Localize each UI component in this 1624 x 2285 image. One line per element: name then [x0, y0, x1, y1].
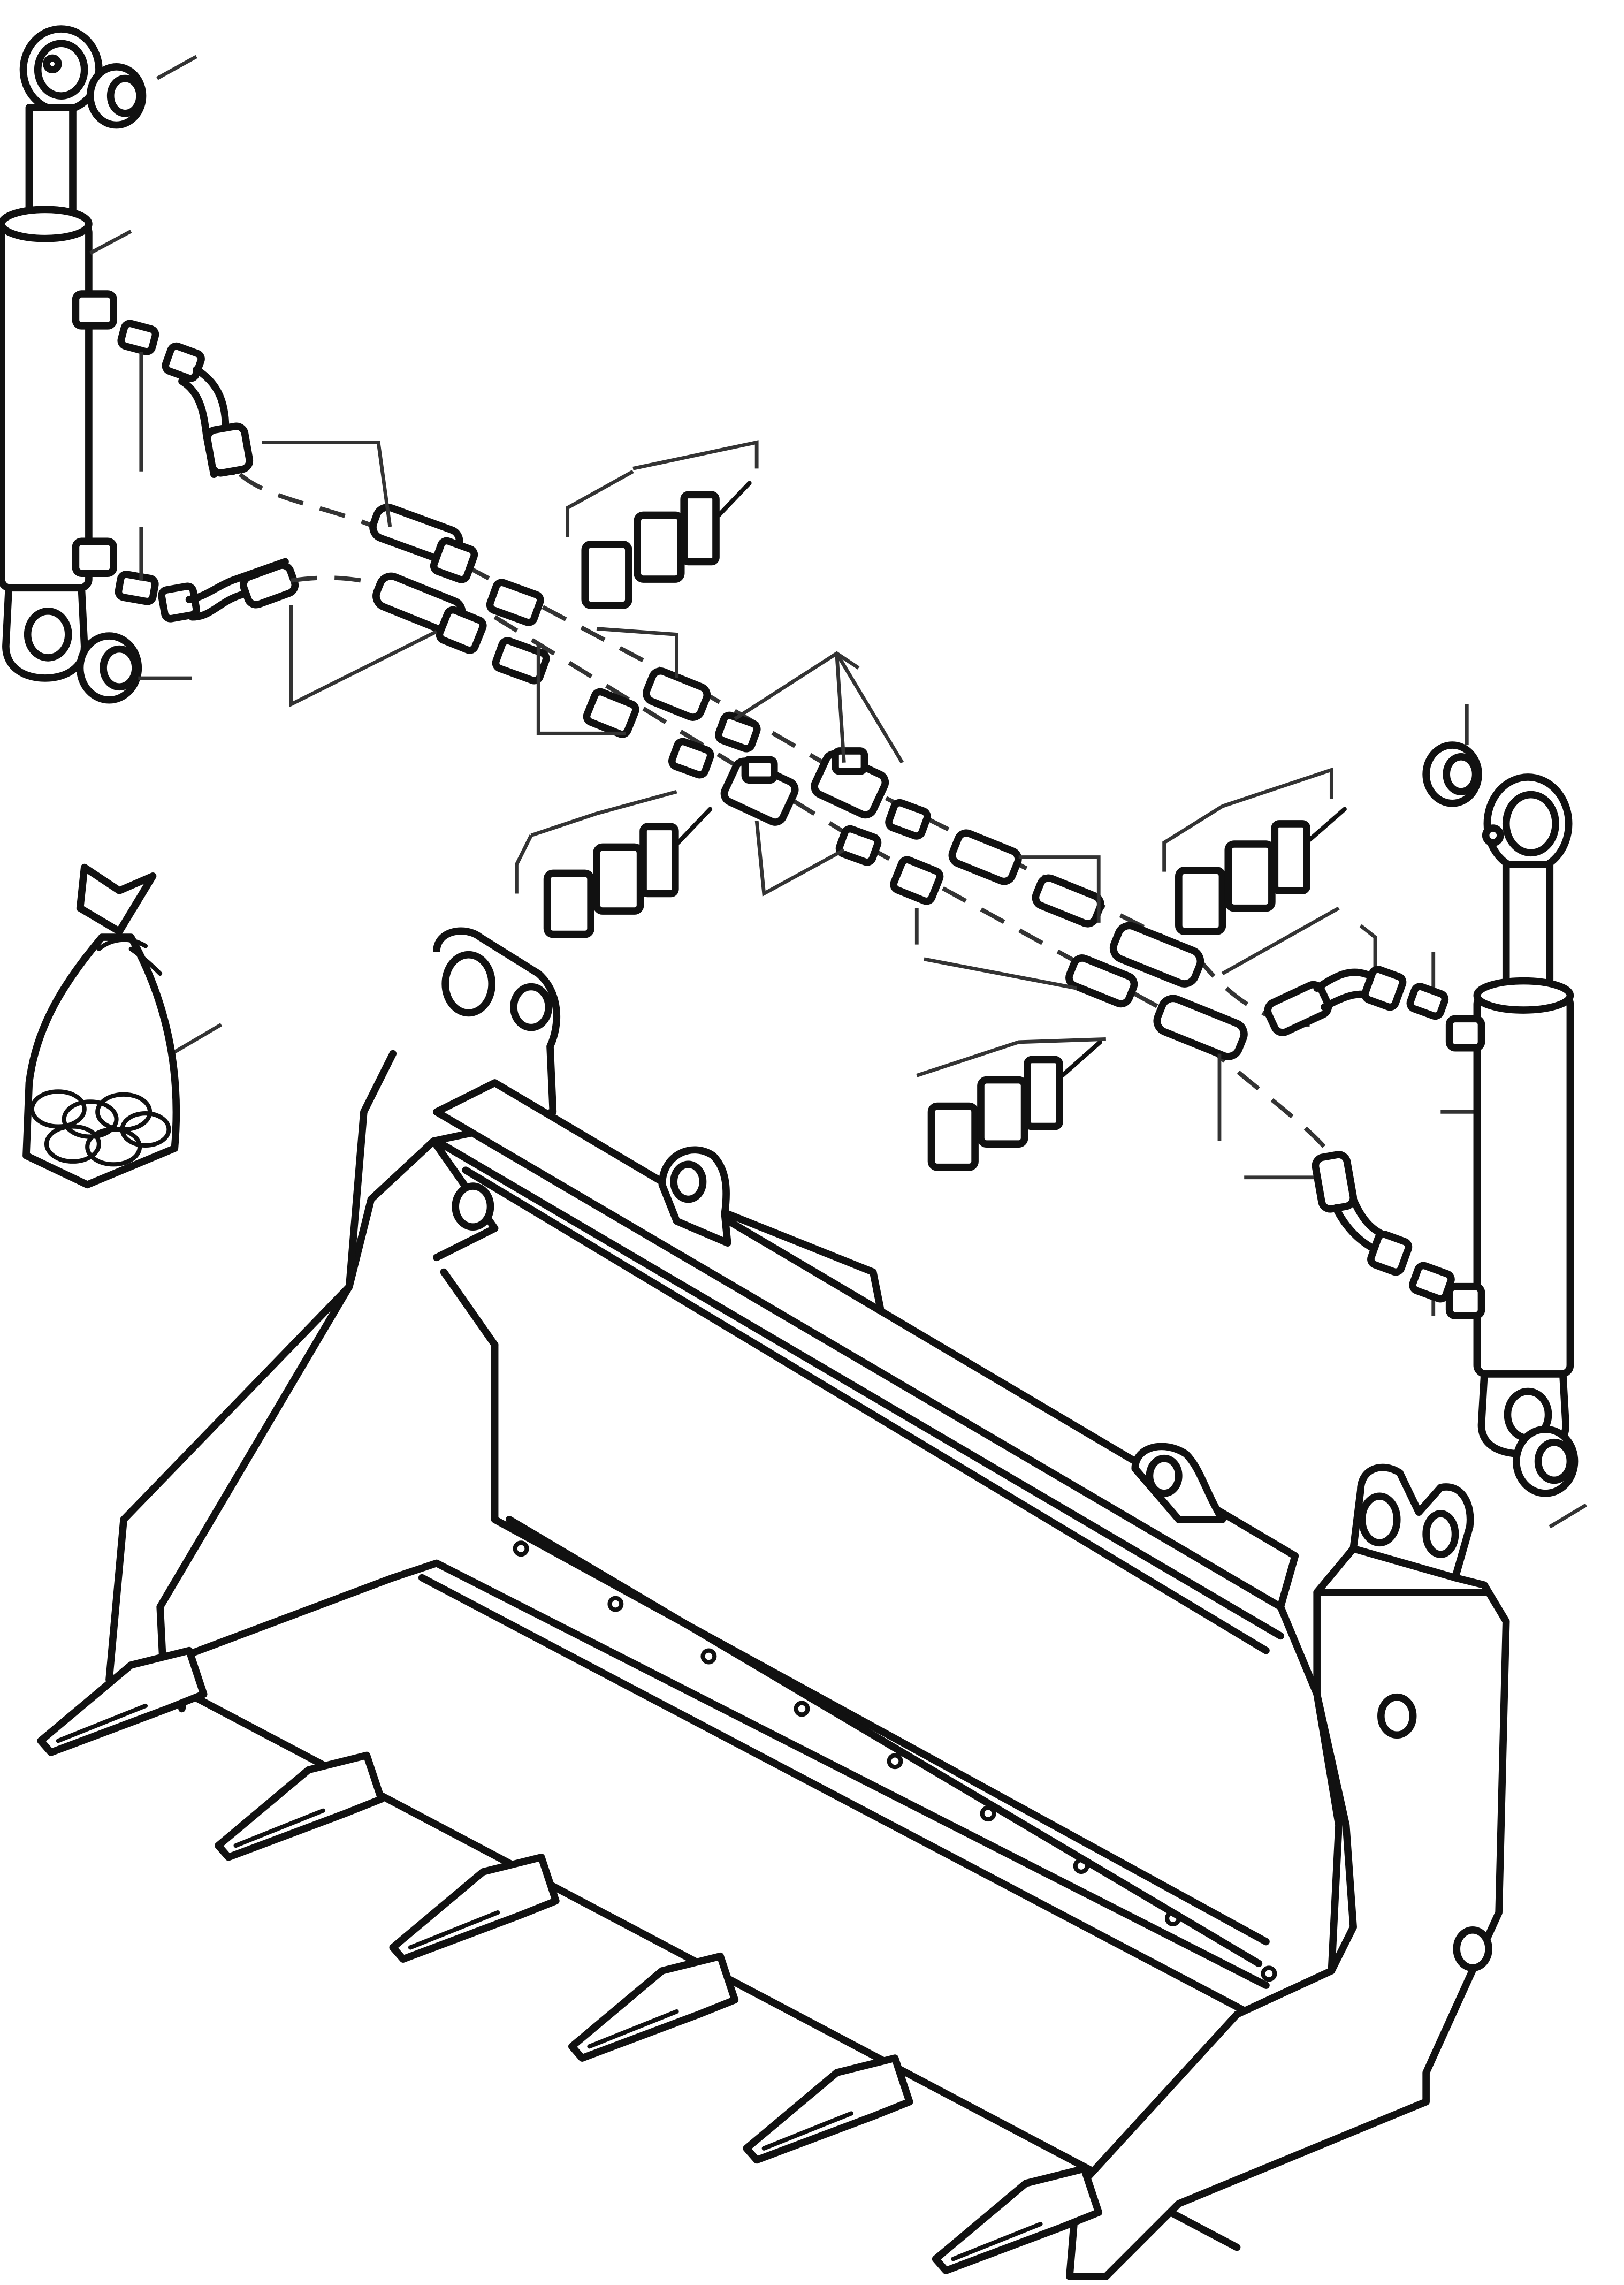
bucket-tooth-icon — [743, 2054, 913, 2164]
hose-path — [291, 575, 382, 587]
right-lower-hose-assembly — [1312, 1151, 1455, 1303]
bushing-icon — [1512, 1425, 1579, 1497]
hose-sleeve-icon — [372, 572, 487, 654]
callout-leaders — [89, 55, 1588, 1529]
tee-fitting-icon — [720, 756, 799, 826]
parts-bag-icon — [22, 863, 180, 1189]
bucket-tooth-icon — [568, 1952, 739, 2062]
bucket-tooth-icon — [37, 1646, 208, 1756]
clamp-block-icon — [581, 481, 752, 609]
right-hydraulic-cylinder — [1445, 773, 1574, 1458]
left-upper-hose-assembly — [117, 320, 254, 479]
bushing-icon — [76, 632, 142, 704]
loader-bucket — [105, 927, 1510, 2280]
right-upper-hose-assembly — [1264, 966, 1449, 1036]
left-lower-hose-assembly — [115, 558, 299, 623]
bushing-icon — [1422, 741, 1482, 807]
hose-path — [493, 615, 1333, 1157]
tee-fitting-icon — [811, 747, 889, 819]
clamp-block-icon — [927, 1039, 1103, 1171]
fitting-icon — [486, 579, 761, 779]
hose-path — [464, 564, 1310, 1027]
hose-sleeve-icon — [369, 504, 478, 583]
bushing-icon — [86, 63, 147, 129]
bucket-tooth-icon — [389, 1853, 560, 1963]
fitting-icon — [835, 799, 1248, 1060]
bucket-tooth-icon — [932, 2165, 1103, 2274]
clamp-block-icon — [543, 807, 713, 938]
hose-path — [238, 473, 383, 532]
left-hydraulic-cylinder — [0, 25, 117, 682]
bucket-tooth-icon — [215, 1751, 385, 1861]
clamp-block-icon — [1175, 807, 1347, 935]
